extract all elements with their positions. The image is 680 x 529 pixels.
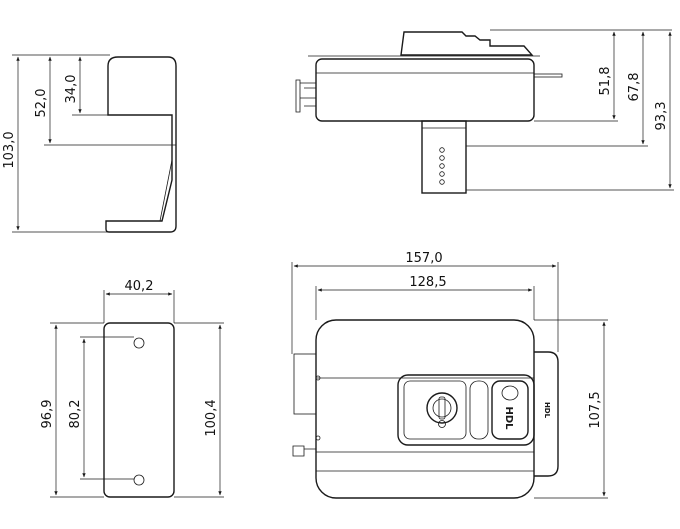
dim-label-top-2: 67,8 (627, 73, 642, 102)
dim-label-side-total: 103,0 (2, 131, 17, 168)
mounting-hole-top (133, 337, 145, 349)
mounting-hole-bottom (133, 474, 145, 486)
dim-label-main-body: 128,5 (409, 275, 446, 290)
top-view: 51,8 67,8 93,3 (295, 29, 674, 194)
release-button (469, 380, 489, 440)
logo-text: HDL (503, 406, 514, 430)
dim-label-front-overall: 100,4 (204, 399, 219, 436)
side-view-body (105, 56, 177, 233)
top-view-tab (533, 73, 563, 78)
dim-label-side-mid: 52,0 (34, 89, 49, 118)
key-cylinder (426, 392, 458, 424)
dim-label-front-holes: 80,2 (68, 400, 83, 429)
lock-panel (397, 374, 535, 446)
right-plate (534, 351, 559, 477)
top-view-bolt (421, 120, 467, 194)
small-brand-mark: HDL (543, 402, 551, 419)
left-connector (293, 353, 317, 415)
dim-label-front-width: 40,2 (125, 279, 154, 294)
dim-label-side-top: 34,0 (64, 75, 79, 104)
keyhole-slot (438, 396, 446, 420)
logo-badge (491, 380, 529, 440)
dim-label-main-total: 157,0 (405, 251, 442, 266)
dim-label-top-3: 93,3 (654, 102, 669, 131)
dim-label-top-1: 51,8 (598, 67, 613, 96)
front-plate (103, 322, 175, 498)
front-plate-view: 40,2 96,9 80,2 100,4 (40, 279, 224, 498)
dim-label-front-outer: 96,9 (40, 400, 55, 429)
main-front-view: HDL HDL 157,0 128,5 107,5 (291, 251, 608, 499)
dim-label-main-height: 107,5 (588, 391, 603, 428)
side-view-slope (159, 159, 173, 222)
top-view-cover (400, 31, 534, 56)
side-view: 103,0 52,0 34,0 (2, 54, 177, 233)
top-view-connector (295, 79, 316, 113)
top-view-body (315, 58, 535, 122)
left-terminal (292, 445, 316, 457)
